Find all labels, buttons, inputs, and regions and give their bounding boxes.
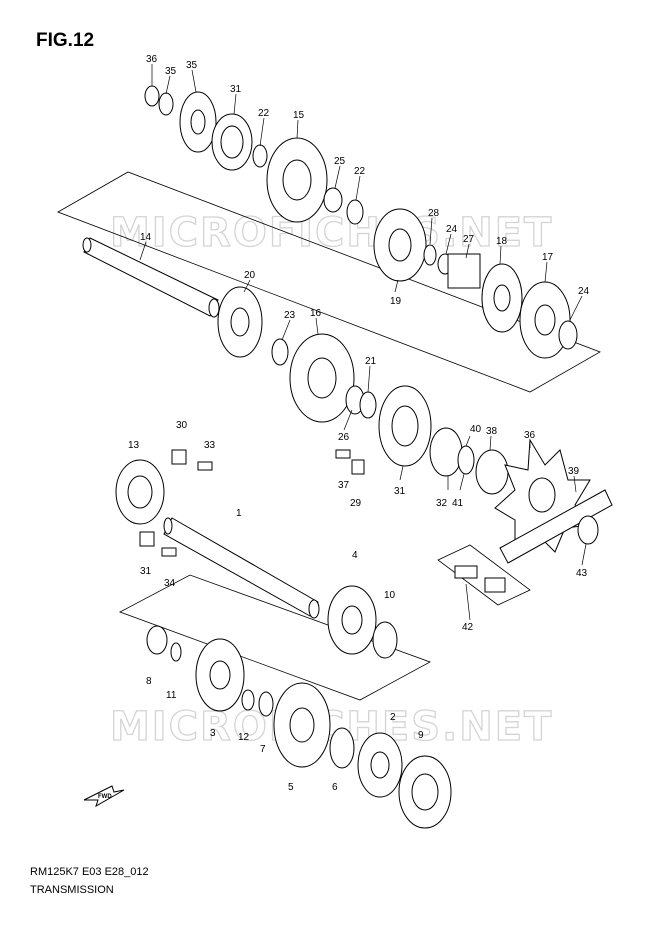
chain-joint-outline: [437, 544, 531, 606]
callout-28: 27: [463, 234, 475, 245]
bolt-36: [335, 449, 351, 459]
countershaft-group-outline: [57, 171, 601, 393]
callout-38: 35: [165, 66, 177, 77]
callout-14: 14: [140, 232, 152, 243]
callout-31-lower: 31: [140, 566, 152, 577]
forward-arrow-icon: FWD: [83, 785, 125, 808]
callout-5: 5: [288, 782, 294, 793]
bushing-10: [372, 621, 398, 659]
callout-39: 36: [146, 54, 158, 65]
chain-joint-43-plate: [454, 565, 478, 579]
callout-31-upper: 30: [176, 420, 188, 431]
callout-37: 35: [186, 60, 198, 71]
retainer-31-lower: [139, 531, 155, 547]
spacer-41: [475, 449, 509, 495]
callout-43: 42: [462, 622, 474, 633]
callout-1: 1: [236, 508, 242, 519]
callout-26: 25: [334, 156, 346, 167]
callout-18: 18: [496, 236, 508, 247]
callout-25: 24: [446, 224, 458, 235]
callout-44-lower: 41: [452, 498, 464, 509]
callout-12: 12: [238, 732, 250, 743]
seal-34: [429, 427, 463, 477]
callout-8: 8: [146, 676, 152, 687]
callout-29: 28: [428, 208, 440, 219]
callout-6: 6: [332, 782, 338, 793]
circlip-12: [241, 689, 255, 711]
washer-7: [258, 691, 274, 717]
bearing-6: [329, 727, 355, 769]
callout-22-mid: 22: [354, 166, 366, 177]
circlip-29: [423, 244, 437, 266]
callout-4: 4: [352, 550, 358, 561]
callout-35-upper: 33: [204, 440, 216, 451]
chain-joint-43-clip: [484, 577, 506, 593]
fwd-label: FWD: [98, 794, 112, 800]
callout-30: 29: [350, 498, 362, 509]
washer-38: [158, 92, 174, 116]
callout-7: 7: [260, 744, 266, 755]
callout-21: 21: [365, 356, 377, 367]
callout-42: 39: [568, 466, 580, 477]
bushing-26: [323, 187, 343, 213]
callout-27: 26: [338, 432, 350, 443]
model-code: RM125K7 E03 E28_012: [30, 866, 149, 878]
callout-41: 38: [486, 426, 498, 437]
callout-35-lower: 34: [164, 578, 176, 589]
callout-labels: 36 35 35 31 22 15 25 22 14 20 23 16 21 2…: [128, 54, 590, 793]
callout-17: 17: [542, 252, 554, 263]
section-name: TRANSMISSION: [30, 884, 114, 896]
callout-16: 16: [310, 308, 322, 319]
bushing-28: [447, 253, 481, 289]
callout-45: 43: [576, 568, 588, 579]
callout-15: 15: [293, 110, 305, 121]
driveshaft-group-outline: [119, 574, 431, 701]
retainer-31-upper: [171, 449, 187, 465]
washer-30: [351, 459, 365, 475]
callout-44-upper: 40: [470, 424, 482, 435]
screw-35-upper: [197, 461, 213, 471]
callout-19: 19: [390, 296, 402, 307]
callout-9: 9: [418, 730, 424, 741]
callout-2: 2: [390, 712, 396, 723]
driveshaft-1: [163, 517, 319, 617]
screw-35-lower: [161, 547, 177, 557]
callout-23: 23: [284, 310, 296, 321]
washer-23: [271, 338, 289, 366]
circlip-11: [170, 642, 182, 662]
callout-36: 37: [338, 480, 350, 491]
callout-22-top: 22: [258, 108, 270, 119]
washer-22-mid: [346, 199, 364, 225]
figure-title: FIG.12: [36, 30, 95, 51]
washer-8: [146, 625, 168, 655]
callout-11: 11: [166, 690, 177, 701]
circlip-45: [577, 515, 599, 545]
callout-24: 24: [578, 286, 590, 297]
callout-20: 20: [244, 270, 256, 281]
watermark-top: MICROFICHES.NET: [110, 210, 553, 256]
washer-24: [558, 320, 578, 350]
washer-21: [359, 391, 377, 419]
callout-10: 10: [384, 590, 396, 601]
circlip-39: [144, 85, 160, 107]
callout-40: 36: [524, 430, 536, 441]
washer-22-top: [252, 144, 268, 168]
oring-44-upper: [457, 445, 475, 475]
callout-3: 3: [210, 728, 216, 739]
chain-42: [499, 489, 613, 564]
callout-34: 32: [436, 498, 448, 509]
callout-33: 31: [394, 486, 406, 497]
callout-32: 31: [230, 84, 242, 95]
callout-13: 13: [128, 440, 140, 451]
